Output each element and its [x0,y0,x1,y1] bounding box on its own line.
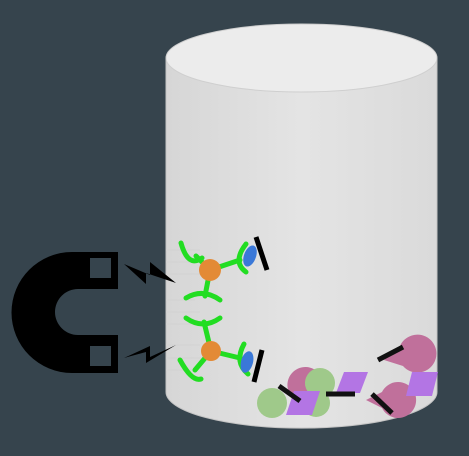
container-body [165,57,438,429]
horseshoe-magnet [11,252,119,373]
target-antigen [240,351,254,373]
magnet-body [11,252,119,373]
pacman-particle [384,334,437,373]
target-antigen [243,245,257,267]
lightning-bolt-icon [124,345,176,363]
magnet-pole-top [90,258,111,278]
container-vial [165,23,438,429]
bar-particle [370,392,394,415]
pacman-particle [366,382,417,418]
container-lid [165,23,438,93]
bar-particle [376,344,405,363]
captured-complex [177,236,270,383]
magnetic-bead [199,259,221,281]
magnetic-bead [201,341,221,361]
bar-particle [277,383,302,404]
target-marker-bar [251,349,265,383]
parallelogram-particle [406,372,438,396]
round-particle [257,388,287,418]
magnet-pole-bottom [90,346,111,366]
lightning-bolt-icon [124,262,176,284]
magnetic-field-lines [166,249,205,371]
parallelogram-particle [336,372,368,393]
target-marker-bar [253,236,270,271]
unbound-particles [257,334,438,418]
